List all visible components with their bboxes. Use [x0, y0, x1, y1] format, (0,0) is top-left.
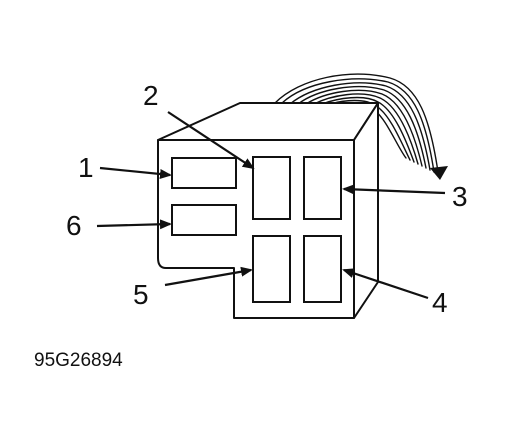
cavity-5 — [252, 235, 291, 303]
arrow-2 — [167, 111, 255, 170]
callout-2: 2 — [143, 80, 159, 111]
callout-labels: 1 2 3 4 5 6 — [66, 80, 468, 318]
arrow-1 — [99, 166, 172, 179]
arrow-4 — [342, 268, 429, 300]
callout-1: 1 — [78, 152, 94, 183]
callout-4: 4 — [432, 287, 448, 318]
cavity-4 — [303, 235, 342, 303]
cavity-6 — [171, 204, 237, 236]
leader-arrows — [96, 111, 446, 300]
housing-top-face — [157, 102, 379, 141]
housing-side-face — [353, 102, 379, 319]
arrow-3 — [342, 184, 446, 195]
terminal-cavities — [171, 156, 342, 303]
cavity-1 — [171, 157, 237, 189]
callout-6: 6 — [66, 210, 82, 241]
arrow-6 — [96, 219, 172, 230]
figure-reference: 95G26894 — [34, 350, 123, 371]
arrow-5 — [164, 266, 253, 287]
callout-5: 5 — [133, 279, 149, 310]
callout-3: 3 — [452, 181, 468, 212]
cavity-2 — [252, 156, 291, 220]
cavity-3 — [303, 156, 342, 220]
wire-harness — [274, 73, 448, 180]
